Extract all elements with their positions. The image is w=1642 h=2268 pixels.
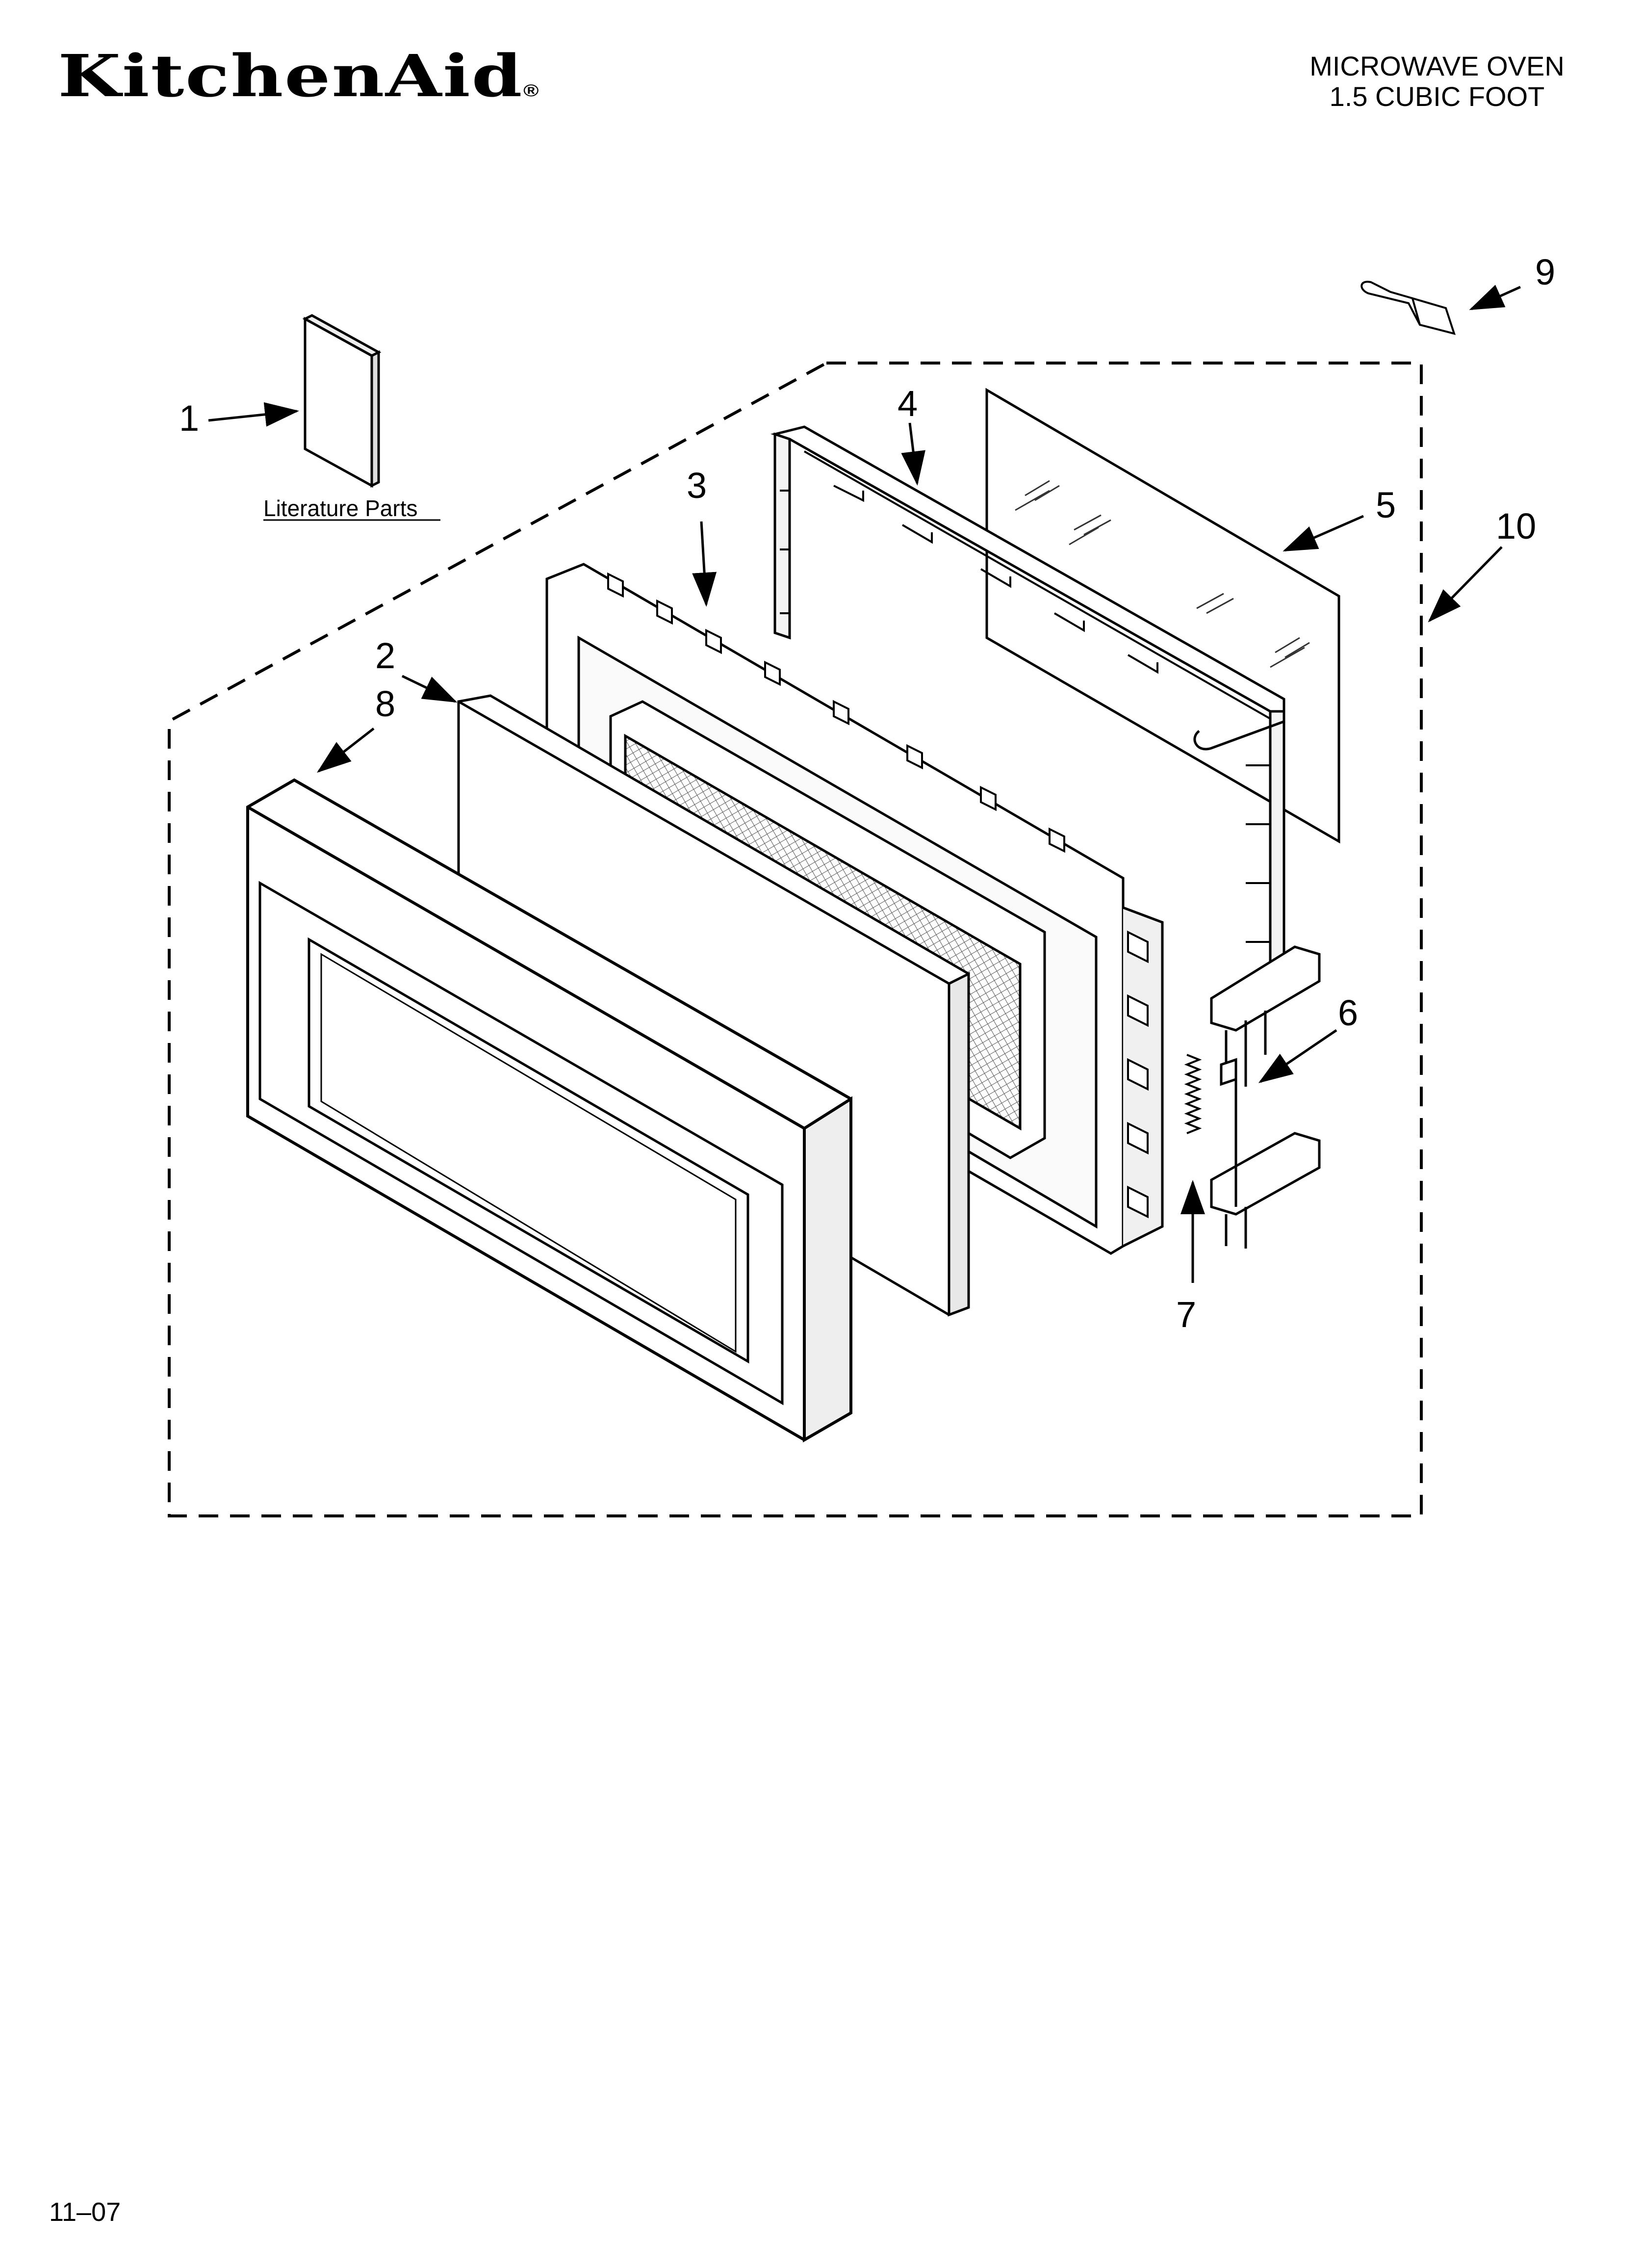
outer-door-frame xyxy=(246,778,852,1443)
door-glass-sheet xyxy=(985,388,1340,844)
callout-8: 8 xyxy=(375,683,395,724)
callout-arrows xyxy=(208,285,1521,1283)
door-inner-frame xyxy=(770,425,1285,975)
assembly-boundary xyxy=(168,362,1423,1517)
product-title: MICROWAVE OVEN xyxy=(1309,51,1565,81)
door-clip-part xyxy=(1360,281,1456,335)
callout-1: 1 xyxy=(179,398,199,439)
literature-parts-label: Literature Parts xyxy=(263,495,417,521)
kitchenaid-logo: KitchenAid® xyxy=(58,47,540,105)
callout-6: 6 xyxy=(1338,992,1358,1033)
callout-2: 2 xyxy=(375,635,395,676)
callout-3: 3 xyxy=(687,465,707,506)
callout-9: 9 xyxy=(1535,252,1555,292)
date-code: 11–07 xyxy=(49,2197,121,2227)
brand-name: KitchenAid xyxy=(58,42,524,110)
product-subtitle: 1.5 CUBIC FOOT xyxy=(1329,80,1545,112)
latch-spring xyxy=(1184,1054,1202,1134)
door-latch-hook xyxy=(1210,945,1321,1249)
product-heading: MICROWAVE OVEN 1.5 CUBIC FOOT xyxy=(1290,51,1584,111)
callout-4: 4 xyxy=(898,383,918,424)
callout-5: 5 xyxy=(1376,485,1396,525)
literature-parts-booklet xyxy=(302,314,382,488)
callout-7: 7 xyxy=(1176,1294,1196,1335)
callout-10: 10 xyxy=(1496,506,1536,547)
registered-mark: ® xyxy=(523,81,540,100)
